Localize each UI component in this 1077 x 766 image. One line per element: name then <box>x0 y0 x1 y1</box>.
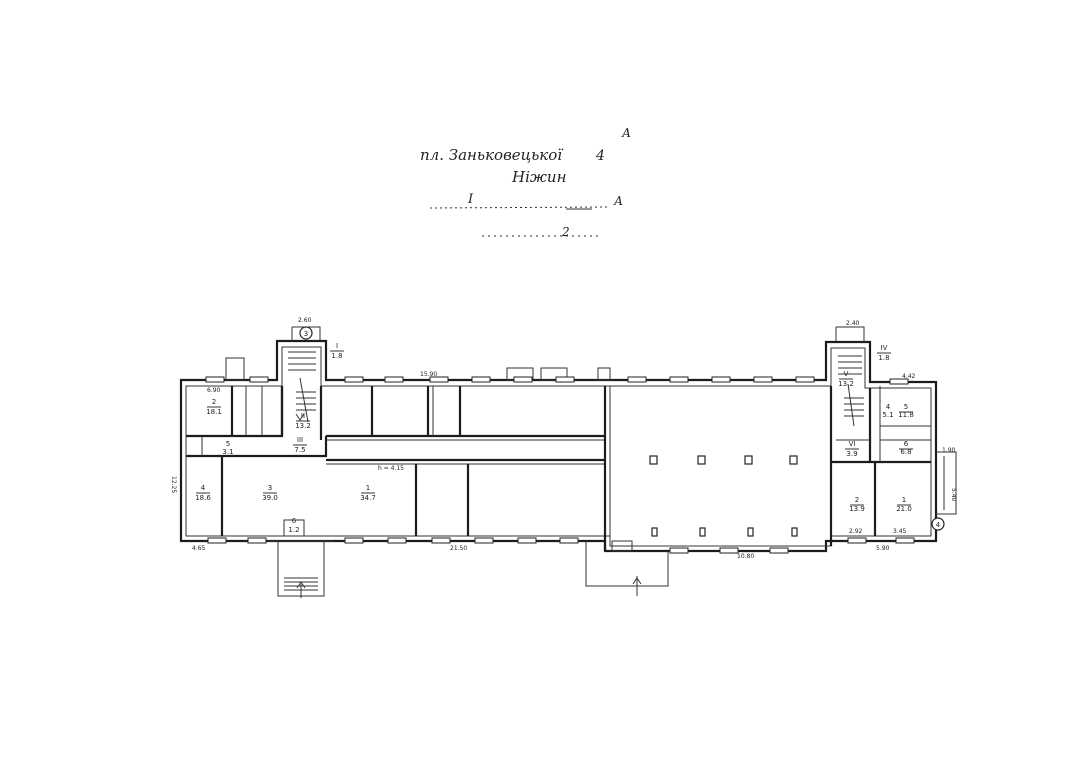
room-r6-id: 6 <box>904 440 909 448</box>
room-6-area: 1.2 <box>288 526 299 534</box>
room-IV-area: 1.8 <box>878 354 889 362</box>
central-corridor <box>326 386 611 551</box>
room-r1-area: 21.0 <box>896 505 912 513</box>
room-III-area: 7.5 <box>294 446 305 454</box>
room-II-area: 13.2 <box>295 422 311 430</box>
stair-marker-4-label: 4 <box>936 521 941 529</box>
dim-bottom-r1: 2.92 <box>849 528 863 535</box>
room-r5-area: 11.8 <box>898 411 914 419</box>
room-r4-id: 4 <box>886 403 891 411</box>
floor-roman: I <box>467 192 474 207</box>
room-label-underlines <box>196 350 913 506</box>
room-2-id: 2 <box>212 398 216 406</box>
floor-mark: А <box>613 194 623 208</box>
room-IV-id: IV <box>881 344 888 352</box>
room-r2-id: 2 <box>855 496 859 504</box>
dim-bottom-mid: 21.50 <box>450 545 467 552</box>
room-r4-area: 5.1 <box>882 411 893 419</box>
room-2-area: 18.1 <box>206 408 222 416</box>
dim-bottom-left: 4.65 <box>192 545 206 552</box>
stair-right <box>835 326 865 427</box>
dim-right-top: 4.42 <box>902 373 916 380</box>
dim-right-side-top: 1.90 <box>942 447 956 454</box>
room-1-id: 1 <box>366 484 370 492</box>
room-II-id: II <box>301 412 305 420</box>
room-V-id: V <box>844 370 849 378</box>
top-windows <box>205 376 909 385</box>
room-5-area: 3.1 <box>222 448 233 456</box>
room-5-id: 5 <box>226 440 230 448</box>
floor-line: I А <box>429 192 623 210</box>
building-number: 4 <box>595 148 605 164</box>
left-wing-partitions <box>185 386 328 536</box>
room-V-area: 13.2 <box>838 380 854 388</box>
room-6-id: 6 <box>292 517 297 525</box>
address-title: пл. Заньковецької <box>420 146 564 164</box>
dim-bottom-r2: 3.45 <box>893 528 907 535</box>
room-r6-area: 6.8 <box>900 448 911 456</box>
room-3-id: 3 <box>268 484 272 492</box>
hall-columns <box>649 455 798 537</box>
room-1-area: 34.7 <box>360 494 376 502</box>
room-I-area: 1.8 <box>331 352 342 360</box>
room-VI-id: VI <box>849 440 856 448</box>
ceiling-height: h = 4.15 <box>378 465 404 472</box>
room-4-area: 18.6 <box>195 494 211 502</box>
room-3-area: 39.0 <box>262 494 278 502</box>
dim-bottom-right-wing: 5.90 <box>876 545 890 552</box>
corner-mark: А <box>621 126 631 140</box>
room-I-id: I <box>336 342 338 350</box>
dim-right-side: 5.40 <box>950 488 957 502</box>
dim-stair-left: 2.60 <box>298 317 312 324</box>
dim-left-height: 12.25 <box>170 476 177 493</box>
stair-left: 3 <box>288 326 321 423</box>
room-r1-id: 1 <box>902 496 906 504</box>
dim-left-top: 6.90 <box>207 387 221 394</box>
room-r5-id: 5 <box>904 403 908 411</box>
bottom-windows <box>207 537 915 554</box>
sheet-number: 2 <box>561 225 570 239</box>
city-name: Ніжин <box>511 168 566 186</box>
room-III-id: III <box>297 436 303 444</box>
dim-stair-right: 2.40 <box>846 320 860 327</box>
room-VI-area: 3.9 <box>846 450 857 458</box>
dim-bottom-right: 10.80 <box>737 553 754 560</box>
sheet-number-line: 2 <box>482 225 600 239</box>
room-r2-area: 13.9 <box>849 505 865 513</box>
dim-main-top: 15.90 <box>420 371 437 378</box>
dimension-labels: 2.60 2.40 6.90 15.90 4.42 12.25 4.65 21.… <box>170 317 957 560</box>
right-wing-partitions <box>829 386 931 546</box>
entrance-steps-left <box>268 519 334 598</box>
roof-vents <box>225 357 611 381</box>
right-protrusion: 4 <box>931 451 957 531</box>
stair-marker-4 <box>931 517 945 531</box>
stair-marker-3-label: 3 <box>304 330 308 338</box>
entrance-bottom-mid <box>585 540 669 596</box>
room-4-id: 4 <box>201 484 206 492</box>
room-labels: I 1.8 II 13.2 III 7.5 IV 1.8 V 13.2 VI 3… <box>195 342 914 534</box>
